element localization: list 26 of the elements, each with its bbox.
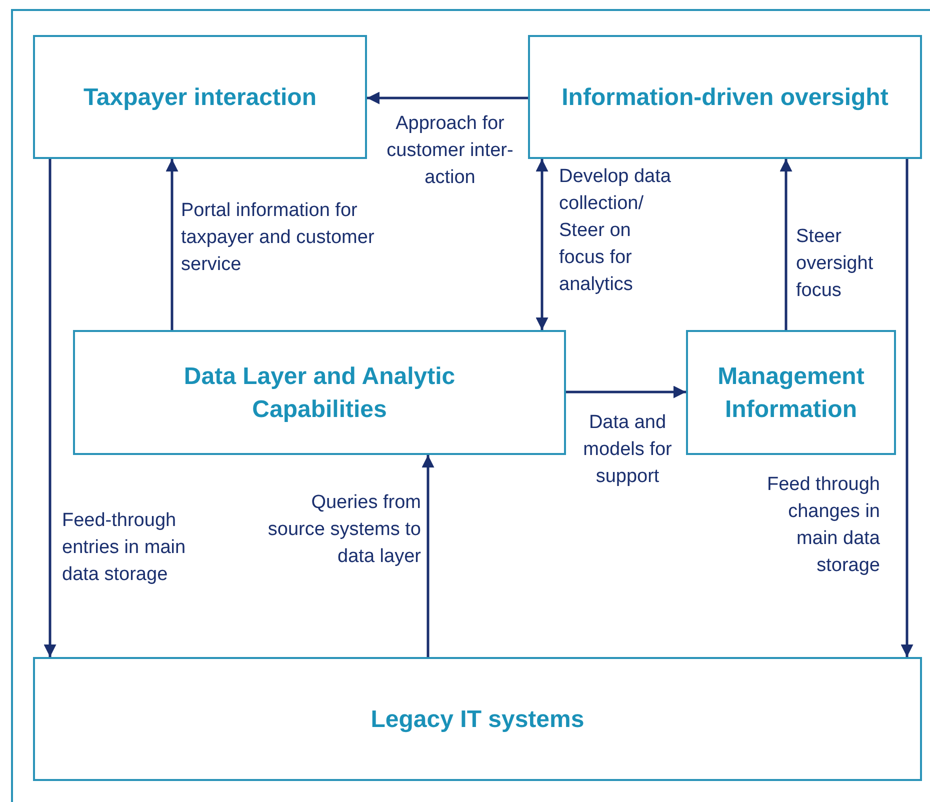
edge-label: Develop data collection/ Steer on focus for analytics [559, 165, 672, 297]
arrow [166, 159, 178, 330]
edge-label: Feed-through entries in main data storage [62, 509, 187, 587]
arrow [900, 159, 914, 657]
edge-label: Queries from source systems to data layer [266, 491, 421, 569]
edge-label: Portal information for taxpayer and customer service [181, 199, 376, 277]
process-box [686, 330, 896, 455]
box-title: Management Information [716, 362, 866, 424]
arrow [367, 92, 528, 104]
process-box [73, 330, 566, 455]
edge-label: Data and models for support [582, 411, 673, 489]
process-box [33, 657, 922, 781]
arrow [422, 455, 434, 657]
edge-label: Steer oversight focus [796, 225, 874, 303]
arrow [536, 159, 548, 330]
edge-label: Feed through changes in main data storage [766, 473, 880, 578]
box-title: Legacy IT systems [370, 704, 586, 734]
arrow [566, 386, 686, 398]
box-title: Taxpayer interaction [82, 82, 318, 112]
arrow [44, 159, 56, 657]
arrow [780, 159, 792, 330]
process-box [33, 35, 367, 159]
process-box [528, 35, 922, 159]
box-title: Information-driven oversight [560, 82, 890, 112]
box-title: Data Layer and Analytic Capabilities [182, 362, 456, 424]
edge-label: Approach for customer inter- action [386, 112, 514, 190]
